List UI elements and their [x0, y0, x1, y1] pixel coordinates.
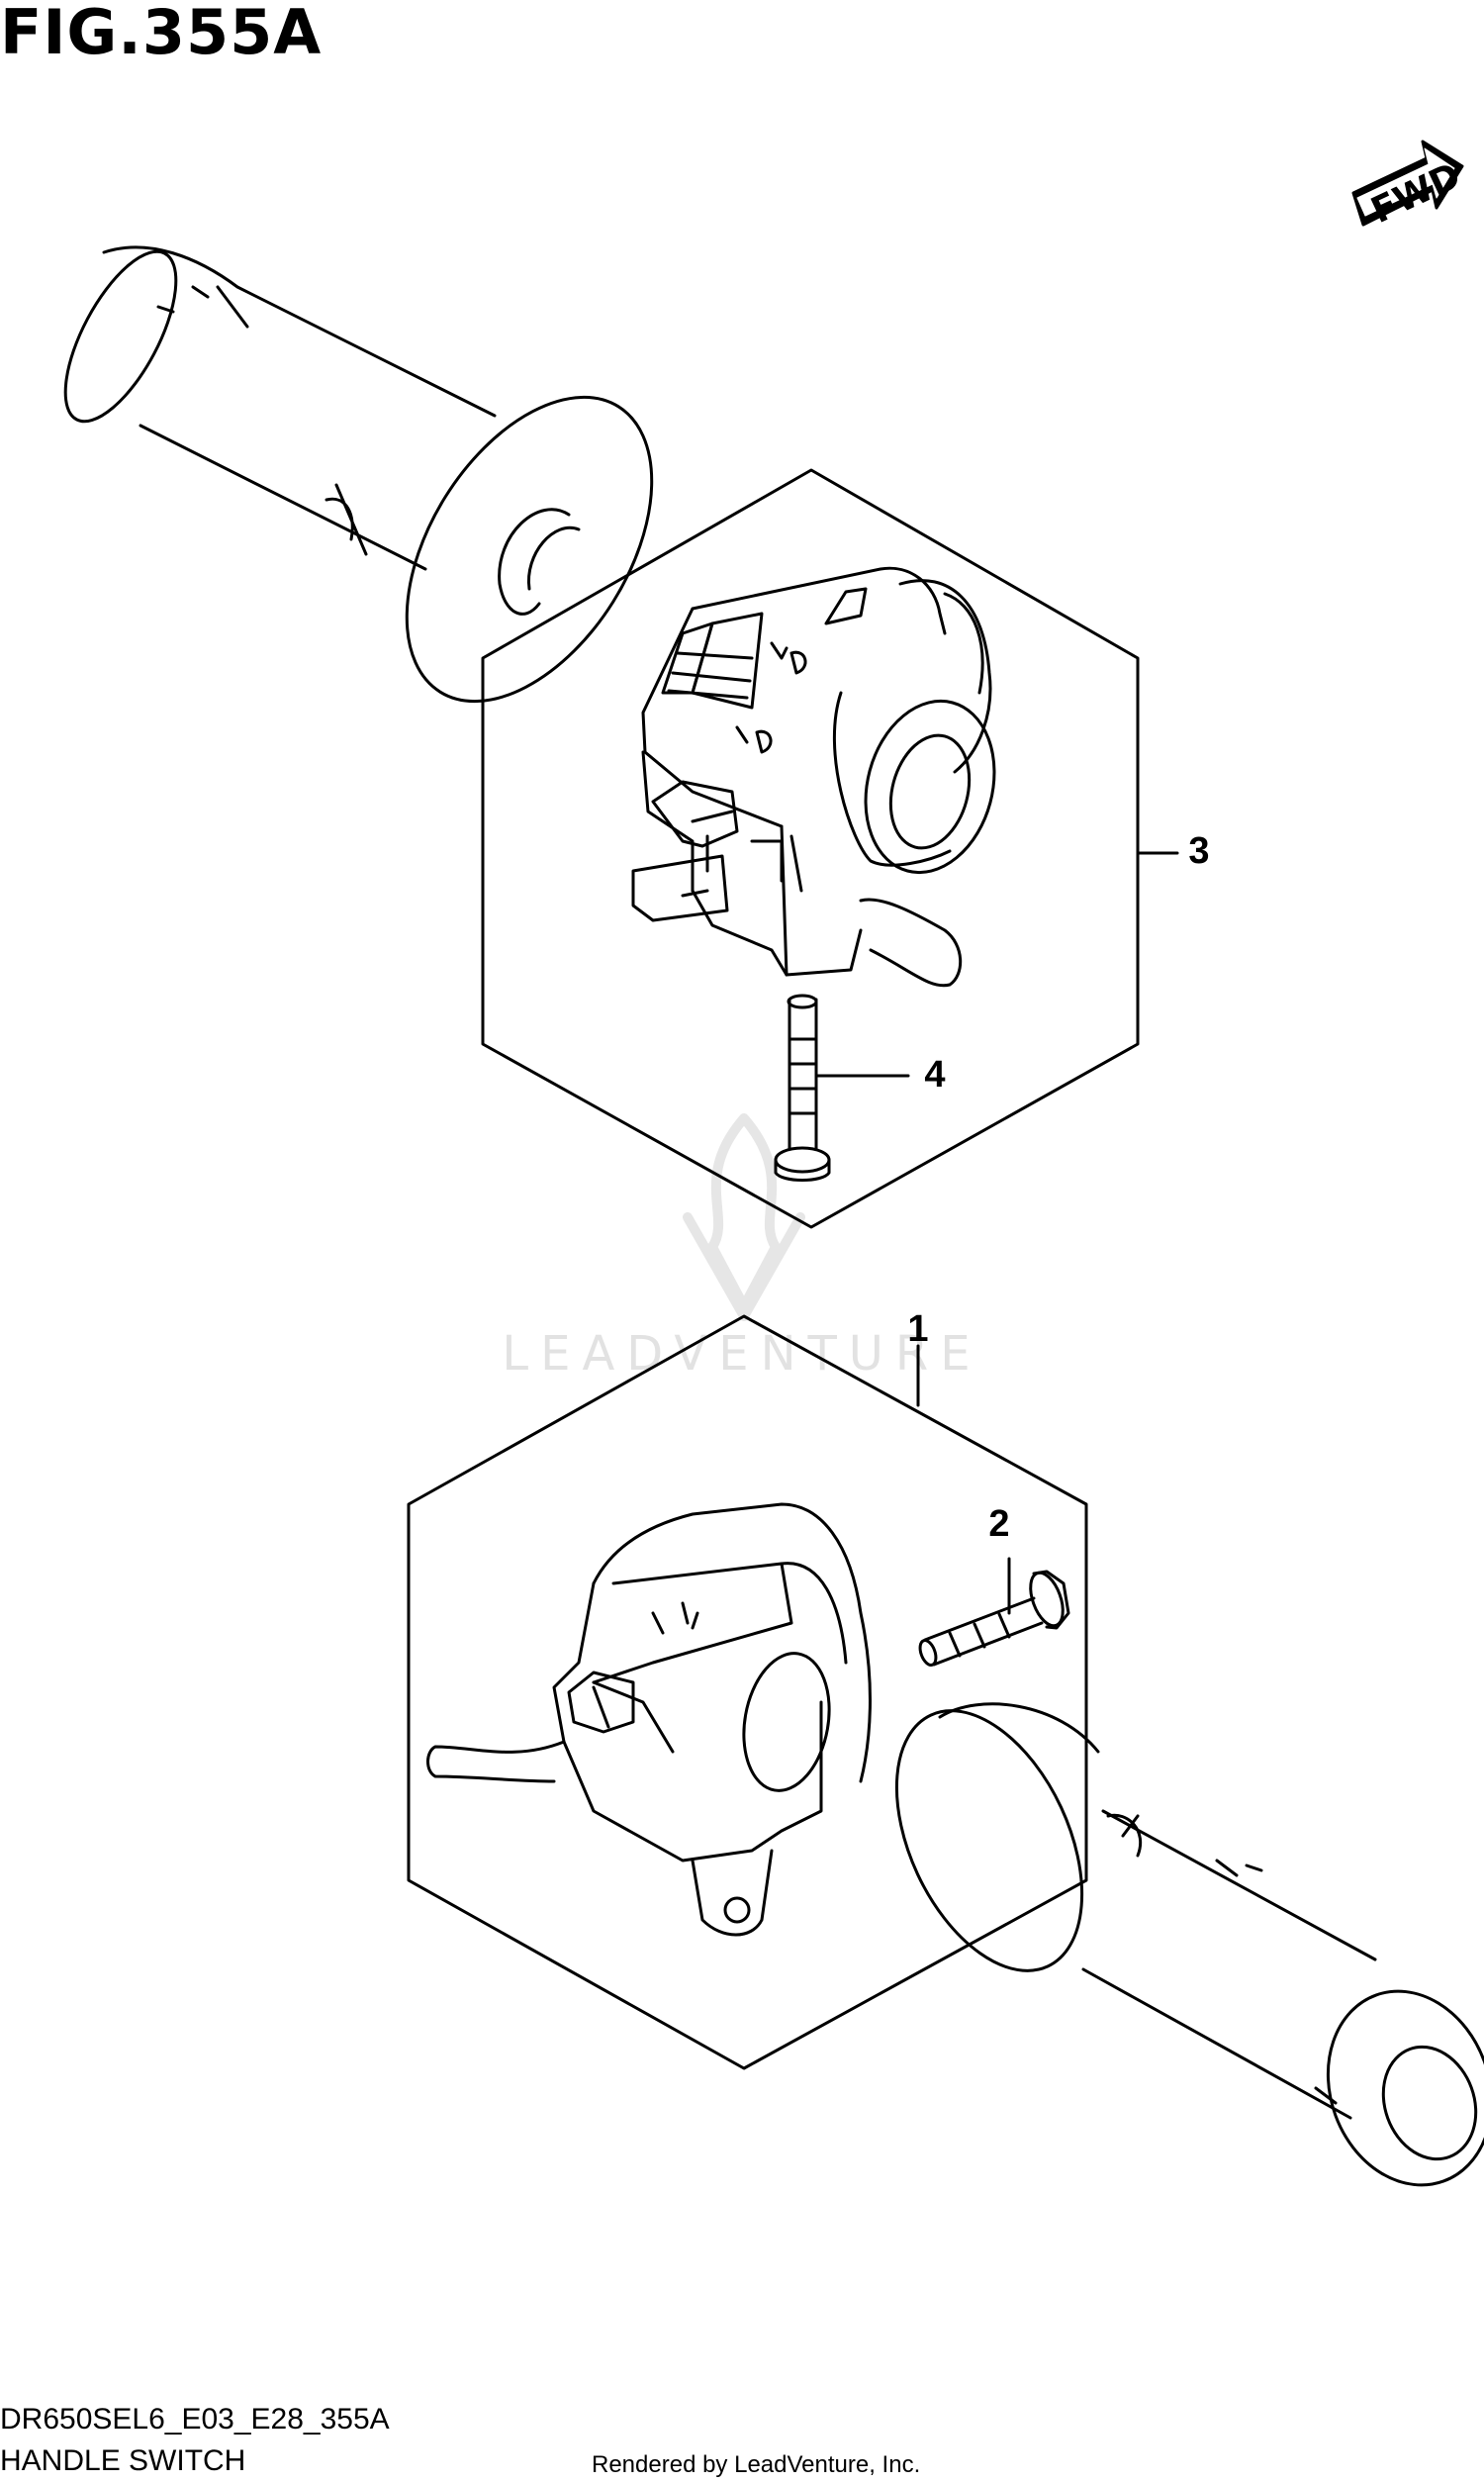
- watermark-logo: [683, 1113, 805, 1321]
- assembly-outline-3: [481, 468, 1140, 1229]
- rendered-by-credit: Rendered by LeadVenture, Inc.: [592, 2451, 921, 2478]
- callout-number-3: 3: [1188, 830, 1209, 872]
- figure-name: HANDLE SWITCH: [0, 2444, 246, 2477]
- screw-4: [774, 994, 831, 1182]
- callout-number-4: 4: [924, 1054, 945, 1096]
- left-grip: [63, 245, 654, 704]
- callout-number-1: 1: [907, 1308, 928, 1350]
- left-handle-switch: [426, 1502, 872, 1937]
- figure-title: FIG.355A: [0, 0, 323, 68]
- right-grip: [894, 1702, 1484, 2187]
- right-handle-switch: [631, 566, 996, 988]
- callout-number-2: 2: [988, 1503, 1009, 1545]
- figure-code: DR650SEL6_E03_E28_355A: [0, 2403, 390, 2436]
- fwd-arrow-icon: FWD: [1351, 140, 1467, 232]
- watermark-text: LEADVENTURE: [502, 1326, 982, 1382]
- assembly-outline-1: [407, 1314, 1088, 2070]
- screw-2: [918, 1570, 1070, 1667]
